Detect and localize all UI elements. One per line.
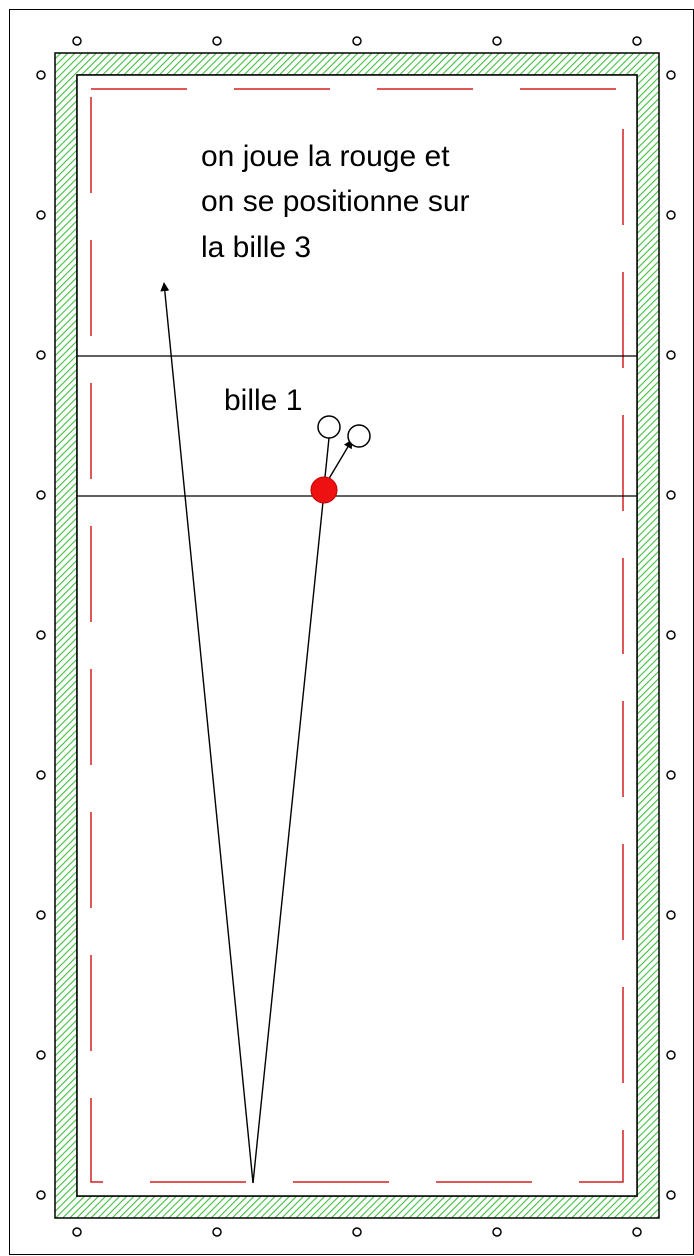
diamond (352, 1227, 362, 1237)
annotation-line-2: on se positionne sur (201, 185, 470, 218)
diamond (666, 630, 676, 640)
diamond (666, 70, 676, 80)
diamond (632, 1227, 642, 1237)
diamond (36, 350, 46, 360)
diamond (492, 36, 502, 46)
diamond (36, 490, 46, 500)
trajectory-red-to-cushion (252, 491, 325, 1184)
diamond (36, 630, 46, 640)
ball-label: bille 1 (224, 384, 302, 417)
diamond (36, 210, 46, 220)
diamond (36, 770, 46, 780)
diamond (36, 910, 46, 920)
white-ball-2 (347, 424, 371, 448)
diamond (36, 1050, 46, 1060)
diamond (666, 1050, 676, 1060)
diamond (36, 70, 46, 80)
diamonds (36, 36, 676, 1237)
diamond (666, 910, 676, 920)
diamond (72, 36, 82, 46)
diamond (632, 36, 642, 46)
diamond (212, 1227, 222, 1237)
diamond (666, 770, 676, 780)
diamond (666, 1190, 676, 1200)
annotation-line-1: on joue la rouge et (201, 140, 450, 173)
trajectory-cushion-to-top (160, 282, 254, 1184)
diamond (666, 350, 676, 360)
annotation-line-3: la bille 3 (201, 231, 311, 264)
diamond (72, 1227, 82, 1237)
diamond (352, 36, 362, 46)
white-ball-1 (317, 415, 341, 439)
diamond (36, 1190, 46, 1200)
dashed-frame (90, 88, 624, 1183)
diamond (492, 1227, 502, 1237)
diamond (666, 210, 676, 220)
playing-surface (76, 74, 638, 1197)
red-ball (310, 476, 338, 504)
diamond (666, 490, 676, 500)
diamond (212, 36, 222, 46)
